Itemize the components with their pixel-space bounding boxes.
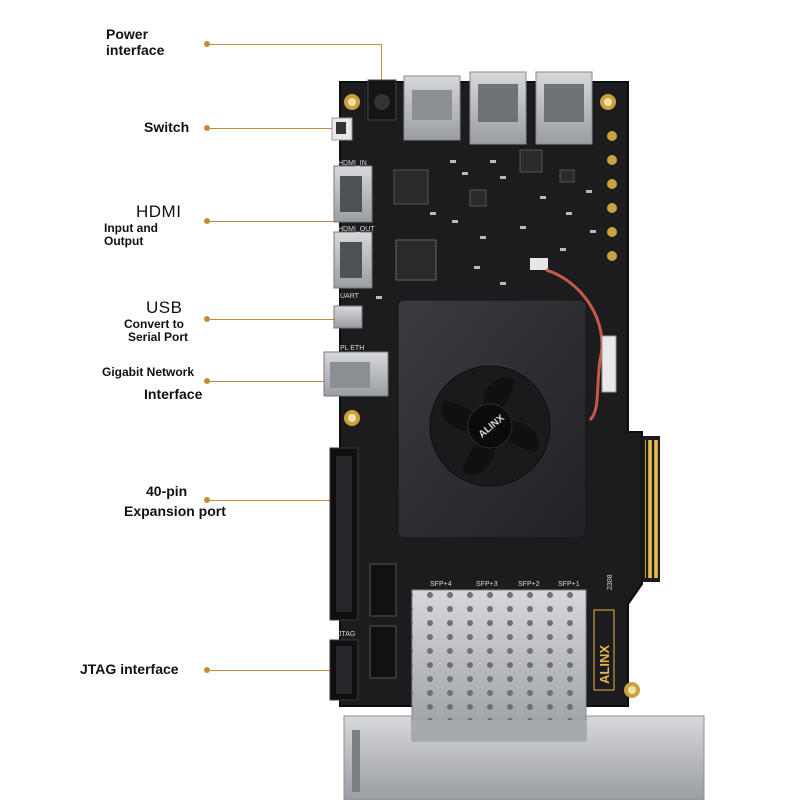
callout-hdmi-line2: Input and	[104, 220, 158, 235]
leader-line-switch	[210, 128, 338, 129]
callout-gigabit-line1: Gigabit Network	[102, 365, 195, 379]
chip	[519, 149, 543, 173]
smd-components	[376, 160, 596, 299]
leader-line-gigabit	[210, 381, 328, 382]
expansion-pins	[336, 456, 352, 612]
status-leds	[607, 131, 617, 261]
leader-dot-expansion	[204, 497, 210, 503]
silk-sfp2: SFP+2	[518, 581, 540, 588]
silk-jtag: JTAG	[338, 631, 355, 638]
callout-expansion-line2: Expansion port	[124, 503, 226, 520]
callout-hdmi-line1: HDMI	[136, 202, 182, 221]
leader-line-jtag	[210, 670, 332, 671]
silk-uart: UART	[340, 293, 360, 300]
leader-dot-hdmi	[204, 218, 210, 224]
leader-dot-gigabit	[204, 378, 210, 384]
silk-hdmi-out: HDMI_OUT	[338, 226, 375, 233]
side-connector	[601, 335, 617, 393]
callout-expansion: 40-pin Expansion port	[124, 483, 226, 519]
leader-dot-usb	[204, 316, 210, 322]
callout-power-line1: Power	[106, 26, 149, 42]
callout-usb-line3: Serial Port	[128, 330, 189, 345]
leader-line-power	[210, 44, 381, 45]
leader-vline-power	[381, 44, 382, 86]
callout-usb-line1: USB	[146, 298, 183, 317]
silk-sfp4: SFP+4	[430, 581, 452, 588]
callout-switch-line1: Switch	[144, 119, 190, 135]
pci-bracket-slot	[352, 730, 360, 792]
chip	[469, 189, 487, 207]
callout-jtag-line1: JTAG interface	[80, 661, 179, 677]
leader-dot-jtag	[204, 667, 210, 673]
leader-line-usb	[210, 319, 336, 320]
silk-sfp3: SFP+3	[476, 581, 498, 588]
sata-connector	[369, 563, 397, 617]
silk-code: 2308	[607, 574, 614, 590]
leader-line-hdmi	[210, 221, 334, 222]
pcie-gold-fingers	[645, 440, 659, 578]
silk-sfp1: SFP+1	[558, 581, 580, 588]
leader-line-expansion	[210, 500, 334, 501]
fan-connector	[530, 258, 548, 270]
callout-usb-line2: Convert to	[124, 316, 184, 331]
callout-expansion-line1: 40-pin	[146, 483, 188, 499]
chip	[393, 169, 429, 205]
callout-jtag: JTAG interface	[80, 661, 179, 677]
brand-logo: ALINX	[597, 645, 612, 684]
chip	[559, 169, 575, 183]
leader-dot-switch	[204, 125, 210, 131]
silk-hdmi-in: HDMI_IN	[338, 160, 367, 167]
callout-switch: Switch	[144, 119, 189, 135]
callout-power-line2: interface	[106, 42, 165, 59]
callout-hdmi: HDMI Input and Output	[104, 202, 181, 249]
brand-badge	[593, 609, 615, 691]
sata-connector	[369, 625, 397, 679]
callout-usb: USB Convert to Serial Port	[124, 298, 188, 345]
fan-cable	[545, 268, 604, 422]
chip	[395, 239, 437, 281]
leader-dot-power	[204, 41, 210, 47]
usb-uart-port	[333, 305, 363, 329]
callout-gigabit-line2: Interface	[144, 385, 203, 402]
callout-gigabit: Gigabit Network Interface	[102, 365, 203, 402]
silk-pl-eth: PL ETH	[340, 345, 364, 352]
callout-power: Power interface	[106, 26, 164, 58]
callout-hdmi-line3: Output	[104, 234, 144, 249]
